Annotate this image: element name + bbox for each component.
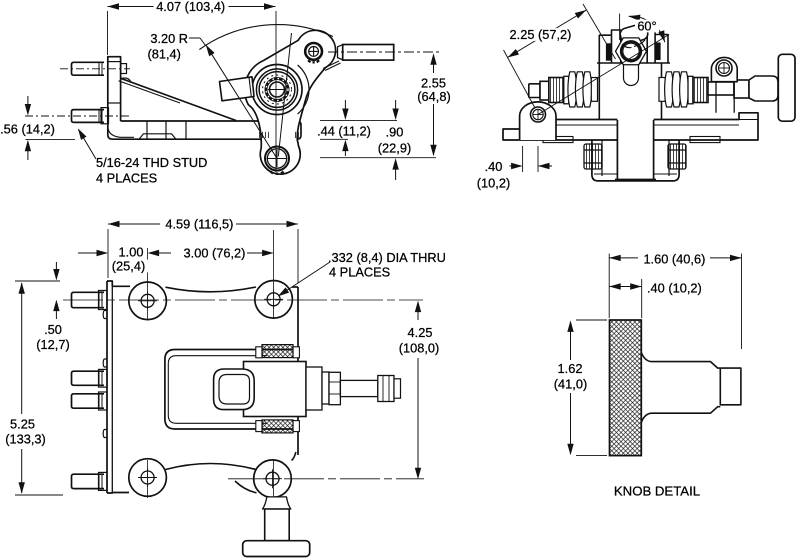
svg-text:.50: .50 [44,322,62,337]
svg-text:4 PLACES: 4 PLACES [329,265,390,280]
svg-text:(108,0): (108,0) [399,341,440,356]
svg-text:4 PLACES: 4 PLACES [96,170,157,185]
svg-text:4.59 (116,5): 4.59 (116,5) [165,217,233,232]
svg-text:(81,4): (81,4) [147,46,180,61]
svg-text:2.55: 2.55 [421,76,446,91]
svg-text:60°: 60° [637,19,656,34]
svg-text:1.00: 1.00 [119,245,144,260]
svg-text:.44 (11,2): .44 (11,2) [317,124,371,139]
svg-text:4.25: 4.25 [408,325,433,340]
svg-text:KNOB DETAIL: KNOB DETAIL [614,484,700,499]
svg-text:(25,4): (25,4) [112,259,145,274]
svg-text:(22,9): (22,9) [378,141,411,156]
svg-text:3.20 R: 3.20 R [150,31,188,46]
svg-text:.40 (10,2): .40 (10,2) [647,280,702,295]
svg-text:3.00 (76,2): 3.00 (76,2) [184,246,246,261]
svg-text:.332 (8,4) DIA THRU: .332 (8,4) DIA THRU [328,250,446,265]
svg-text:5.25: 5.25 [10,417,35,432]
svg-text:(12,7): (12,7) [36,337,69,352]
svg-text:1.62: 1.62 [558,361,583,376]
svg-text:5/16-24 THD STUD: 5/16-24 THD STUD [96,155,207,170]
svg-text:(133,3): (133,3) [5,432,46,447]
svg-text:(64,8): (64,8) [417,89,450,104]
svg-text:4.07 (103,4): 4.07 (103,4) [156,0,225,14]
svg-text:2.25 (57,2): 2.25 (57,2) [510,27,572,42]
svg-text:.56 (14,2): .56 (14,2) [0,122,55,137]
svg-text:(10,2): (10,2) [477,176,510,191]
svg-text:.40: .40 [485,159,503,174]
svg-text:(41,0): (41,0) [554,377,587,392]
svg-text:1.60 (40,6): 1.60 (40,6) [643,252,705,267]
svg-text:.90: .90 [386,125,404,140]
